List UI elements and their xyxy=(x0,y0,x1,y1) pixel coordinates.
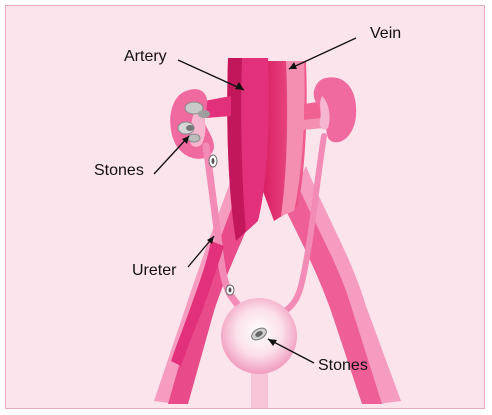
diagram-frame: Vein Artery Stones Ureter Stones xyxy=(5,5,485,409)
urinary-system-illustration xyxy=(6,6,485,409)
kidney-stone xyxy=(186,125,194,131)
stones-bladder-label: Stones xyxy=(318,358,368,374)
stones-kidney-label: Stones xyxy=(94,163,144,179)
vein-label: Vein xyxy=(370,26,401,42)
ureter-label: Ureter xyxy=(132,263,176,279)
artery-label: Artery xyxy=(124,49,167,65)
ureter-stone xyxy=(229,288,232,293)
vein-leader-line xyxy=(289,38,356,69)
ureter-stone xyxy=(212,158,215,164)
kidney-stone xyxy=(198,110,210,118)
stones-kidney-leader-line xyxy=(154,136,189,174)
kidney-stone xyxy=(188,134,200,142)
